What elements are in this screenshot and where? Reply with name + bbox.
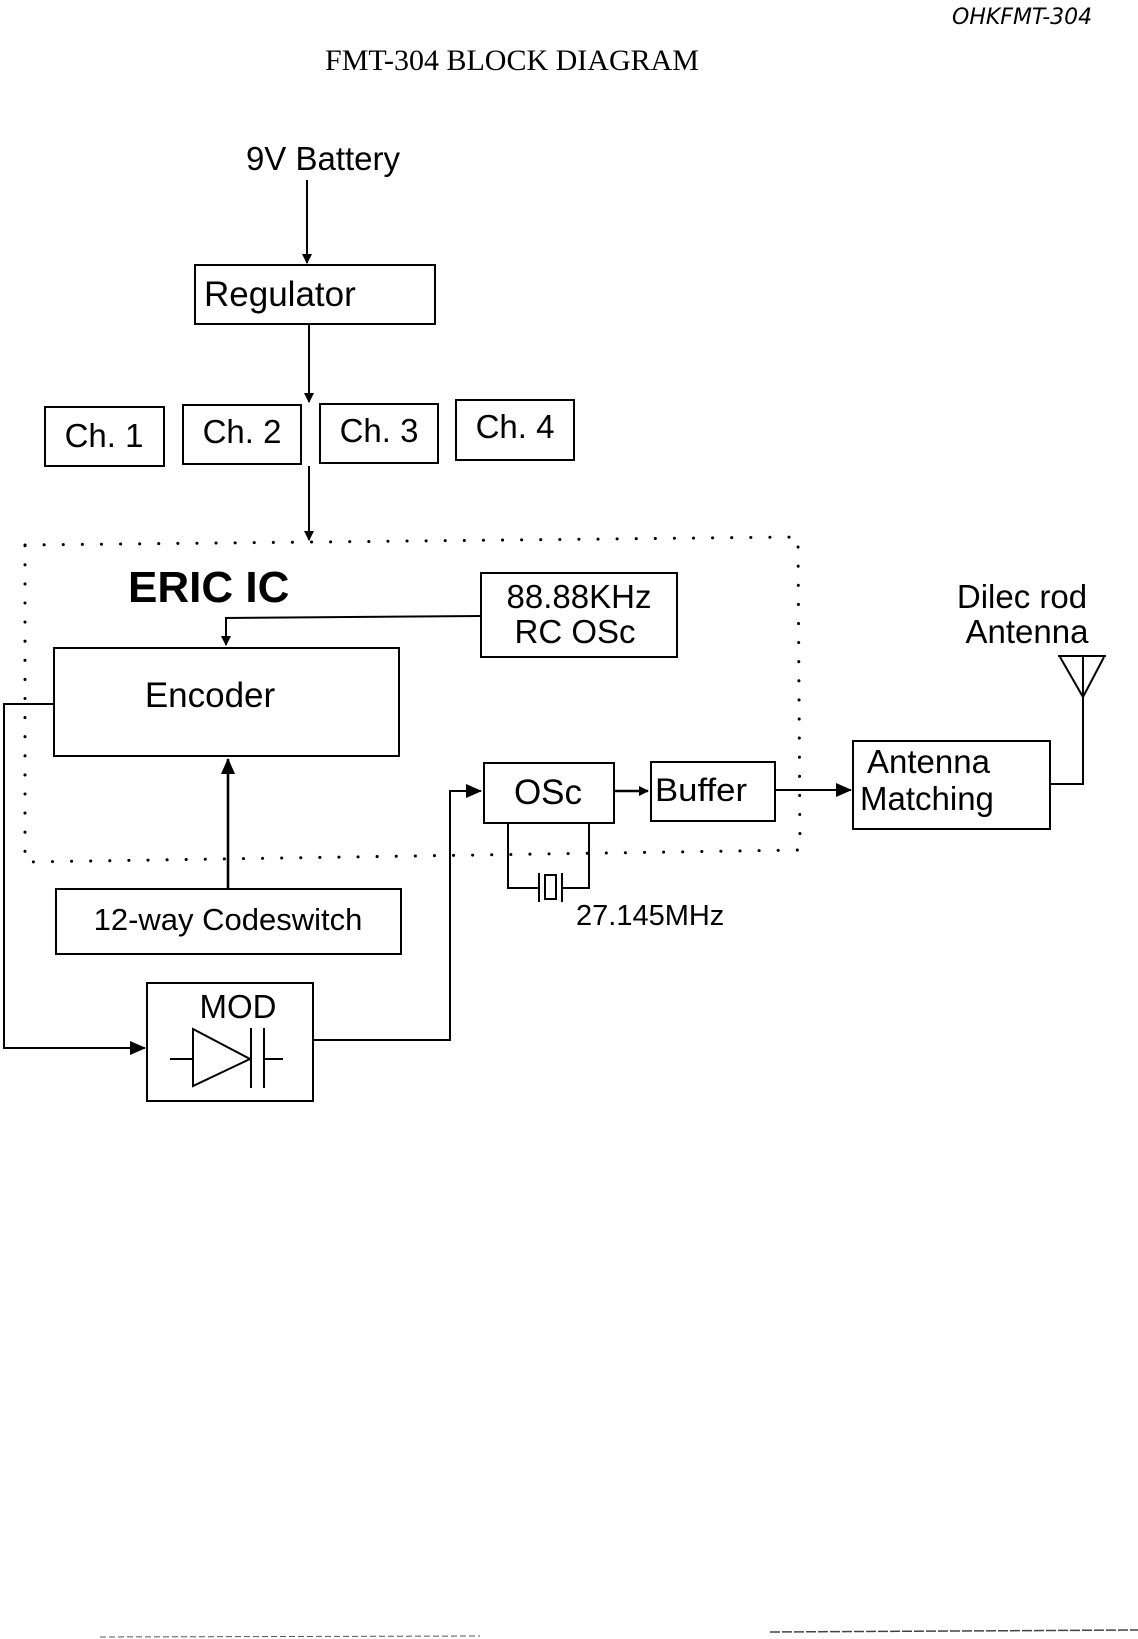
rc-osc-to-encoder-arrow <box>221 615 482 646</box>
channel-boxes: Ch. 1 Ch. 2 Ch. 3 Ch. 4 <box>44 399 575 467</box>
channel-box-2 <box>182 404 302 465</box>
scan-artifact-right <box>769 1629 1138 1633</box>
rc-oscillator-block <box>480 572 678 658</box>
channel-label-4: Ch. 4 <box>476 408 555 445</box>
scan-artifact-left <box>99 1635 481 1638</box>
channel-box-3 <box>319 403 439 464</box>
handwritten-note: OHKFMT-304 <box>952 5 1092 30</box>
antenna-matching-label-line1: Antenna <box>867 743 991 780</box>
channel-label-2: Ch. 2 <box>203 413 282 450</box>
rc-oscillator-frequency: 88.88KHz <box>507 578 652 615</box>
antenna-feed-line <box>1050 657 1084 785</box>
battery-label: 9V Battery <box>246 140 401 177</box>
codeswitch-block <box>55 888 402 955</box>
channel-box-1 <box>44 406 165 467</box>
channel-label-3: Ch. 3 <box>340 412 419 449</box>
oscillator-label: OSc <box>514 773 582 812</box>
page-title: FMT-304 BLOCK DIAGRAM <box>325 44 699 77</box>
crystal-icon <box>538 873 563 902</box>
varactor-diode-icon <box>170 1027 283 1088</box>
codeswitch-label: 12-way Codeswitch <box>94 902 363 937</box>
encoder-block <box>53 647 400 757</box>
eric-ic-label: ERIC IC <box>128 563 289 612</box>
eric-ic-boundary <box>23 535 802 864</box>
encoder-to-mod-arrow <box>3 703 146 1055</box>
rc-oscillator-label: RC OSc <box>514 613 635 650</box>
encoder-label: Encoder <box>145 676 276 715</box>
crystal-frequency: 27.145MHz <box>576 900 724 932</box>
crystal-wire-left <box>507 823 538 889</box>
crystal-wire-right <box>563 823 590 889</box>
oscillator-block <box>483 762 615 824</box>
regulator-block <box>194 264 436 325</box>
mod-block <box>146 982 314 1102</box>
buffer-block <box>650 761 776 822</box>
channel-box-4 <box>455 399 575 461</box>
antenna-label-line1: Dilec rod <box>957 578 1087 615</box>
regulator-label: Regulator <box>204 275 356 314</box>
antenna-label-line2: Antenna <box>966 613 1090 650</box>
mod-label: MOD <box>200 988 277 1025</box>
antenna-matching-block <box>852 740 1051 830</box>
antenna-icon <box>1058 655 1106 700</box>
antenna-matching-label-line2: Matching <box>860 780 994 817</box>
channel-label-1: Ch. 1 <box>65 417 144 454</box>
buffer-label: Buffer <box>655 772 747 808</box>
mod-to-oscillator-arrow <box>313 784 482 1041</box>
